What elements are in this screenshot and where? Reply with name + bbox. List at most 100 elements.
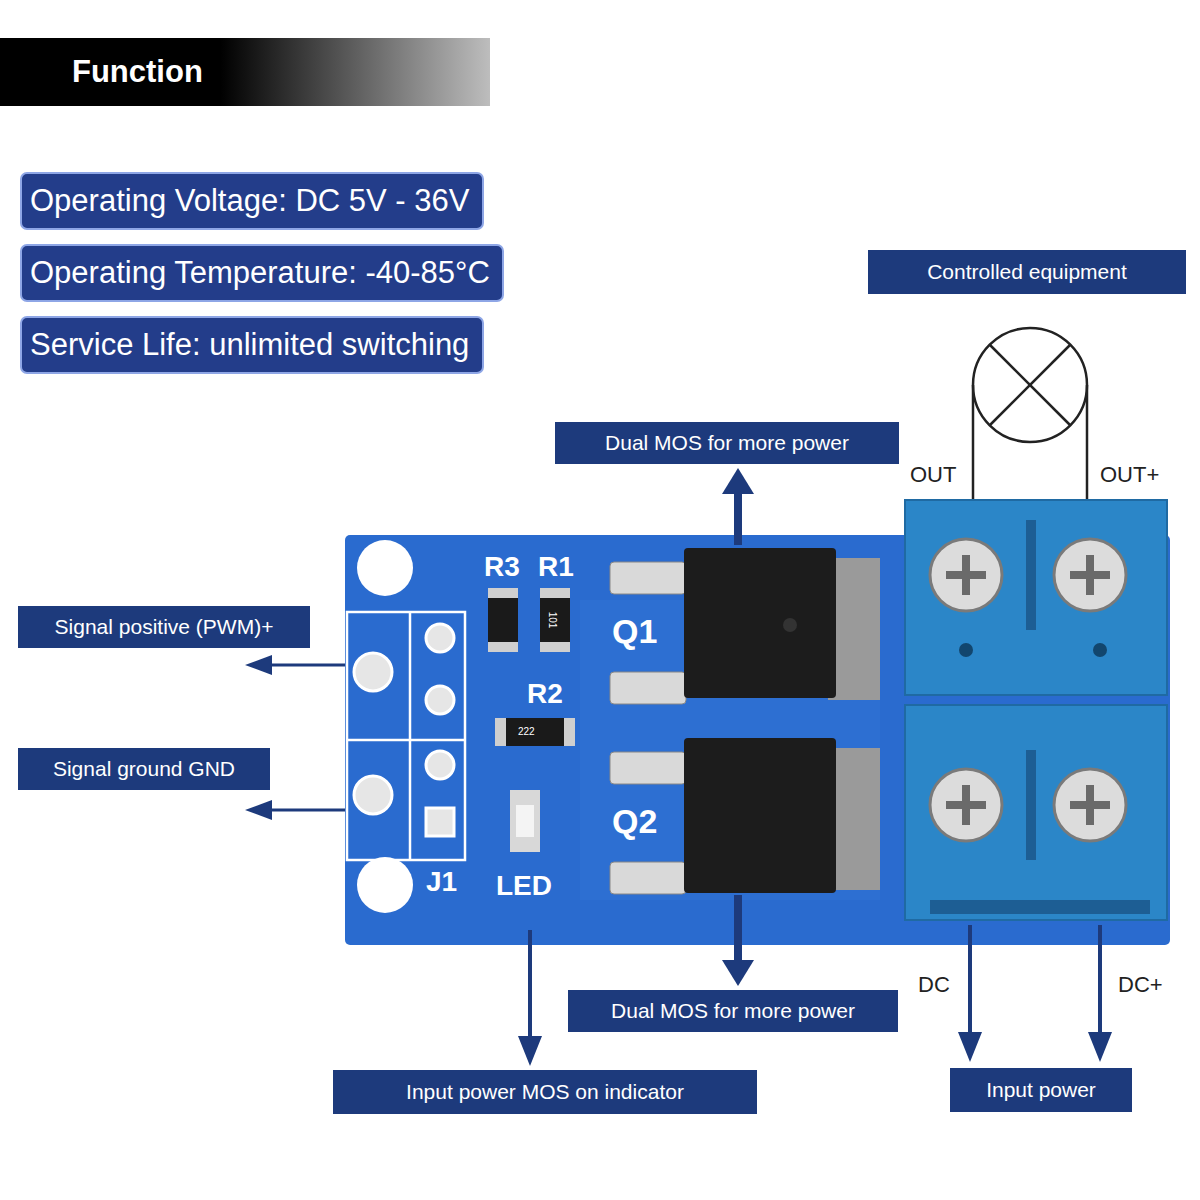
led-body xyxy=(510,790,540,852)
led-component xyxy=(510,790,540,852)
terminal-hole xyxy=(1093,643,1107,657)
terminal-screws xyxy=(930,539,1126,841)
header-pin xyxy=(426,686,454,714)
callout-box: Signal positive (PWM)+ xyxy=(18,606,310,648)
mounting-hole xyxy=(357,540,413,596)
solder-pad xyxy=(354,776,392,814)
resistor-r2 xyxy=(495,718,575,746)
screw-head xyxy=(1054,539,1126,611)
terminal-slot xyxy=(930,900,1150,914)
resistor-end xyxy=(495,718,575,746)
header-divider xyxy=(347,739,465,742)
part-label: R2 xyxy=(527,680,563,708)
part-label: Q1 xyxy=(612,614,657,648)
callout-text: Service Life: unlimited switching xyxy=(30,327,469,363)
callout-text: Input power MOS on indicator xyxy=(406,1080,684,1104)
mosfet-pin xyxy=(610,752,686,784)
pointer-line xyxy=(1098,925,1102,1036)
arrow-head xyxy=(1088,1032,1112,1062)
terminal-hole xyxy=(959,643,973,657)
terminal-divider xyxy=(1026,750,1036,860)
mosfet-pin xyxy=(610,672,686,704)
resistor-end xyxy=(540,588,570,652)
terminal-label: OUT xyxy=(910,464,956,486)
terminal-label: DC xyxy=(918,974,950,996)
mosfet-pin xyxy=(610,562,686,594)
terminal-housing xyxy=(905,500,1167,695)
screw-slot xyxy=(1070,555,1110,595)
callout-text: Signal ground GND xyxy=(53,757,235,781)
callout-text: Input power xyxy=(986,1078,1096,1102)
callout-text: Operating Voltage: DC 5V - 36V xyxy=(30,183,469,219)
screw-head xyxy=(930,539,1002,611)
spec-badge: Operating Temperature: -40-85°C xyxy=(20,244,504,302)
header-pin xyxy=(426,808,454,836)
resistor-body xyxy=(506,718,564,746)
resistor-code: 101 xyxy=(547,612,557,629)
mosfet-q1 xyxy=(610,548,880,704)
arrow-head xyxy=(245,800,272,820)
mosfet-dot xyxy=(783,618,797,632)
arrow-head xyxy=(722,468,754,494)
title-bar: Function xyxy=(0,38,490,106)
lamp-cross xyxy=(990,345,1070,425)
callout-box: Input power MOS on indicator xyxy=(333,1070,757,1114)
callout-box: Input power xyxy=(950,1068,1132,1112)
resistor-r3 xyxy=(488,588,518,652)
part-label: Q2 xyxy=(612,804,657,838)
resistor-end xyxy=(488,588,518,652)
resistor-body xyxy=(488,598,518,642)
solder-pad xyxy=(354,653,392,691)
mosfet-q2 xyxy=(610,738,880,894)
header-outline xyxy=(347,612,465,860)
callout-box: Dual MOS for more power xyxy=(555,422,899,464)
spec-badge: Operating Voltage: DC 5V - 36V xyxy=(20,172,484,230)
lamp-circle xyxy=(973,328,1087,442)
header-pin xyxy=(426,624,454,652)
resistor-r1 xyxy=(540,588,570,652)
resistor-code: 222 xyxy=(518,727,535,737)
lamp-symbol xyxy=(973,328,1087,502)
pointer-line xyxy=(734,490,742,545)
pointer-line xyxy=(268,809,345,812)
pointer-line xyxy=(528,930,532,1040)
screw-head xyxy=(1054,769,1126,841)
part-label: R3 xyxy=(484,553,520,581)
pointer-line xyxy=(968,925,972,1036)
header-divider xyxy=(409,612,412,860)
mosfet-pin xyxy=(610,862,686,894)
terminal-divider xyxy=(1026,520,1036,630)
header-pin xyxy=(426,751,454,779)
part-label: J1 xyxy=(426,868,457,896)
terminal-label: DC+ xyxy=(1118,974,1163,996)
callout-text: Controlled equipment xyxy=(927,260,1127,284)
callout-box: Signal ground GND xyxy=(18,748,270,790)
spec-badge: Service Life: unlimited switching xyxy=(20,316,484,374)
pointer-line xyxy=(734,895,742,964)
part-label: LED xyxy=(496,872,552,900)
arrow-head xyxy=(722,960,754,986)
mosfet-body xyxy=(684,738,836,893)
callout-text: Operating Temperature: -40-85°C xyxy=(30,255,490,291)
arrow-head xyxy=(518,1036,542,1066)
part-label: R1 xyxy=(538,553,574,581)
mosfet-body xyxy=(684,548,836,698)
terminal-block xyxy=(905,500,1167,920)
pointer-line xyxy=(268,664,345,667)
pointer-arrows xyxy=(245,468,1112,1066)
callout-text: Dual MOS for more power xyxy=(611,999,855,1023)
arrow-head xyxy=(958,1032,982,1062)
resistor-body xyxy=(540,598,570,642)
lamp-cross xyxy=(990,345,1070,425)
callout-text: Signal positive (PWM)+ xyxy=(55,615,274,639)
screw-slot xyxy=(946,785,986,825)
title-text: Function xyxy=(0,54,203,90)
terminal-housing xyxy=(905,705,1167,920)
callout-box: Controlled equipment xyxy=(868,250,1186,294)
screw-head xyxy=(930,769,1002,841)
callout-text: Dual MOS for more power xyxy=(605,431,849,455)
mounting-hole xyxy=(357,857,413,913)
screw-slot xyxy=(946,555,986,595)
screw-slot xyxy=(1070,785,1110,825)
